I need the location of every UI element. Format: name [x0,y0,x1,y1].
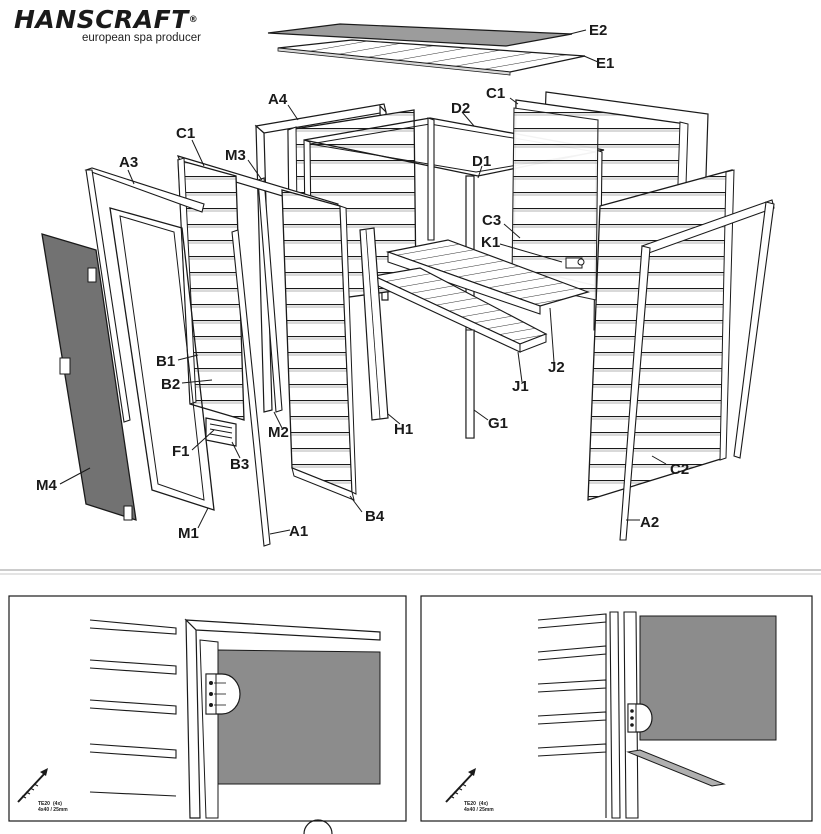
brand-tagline: european spa producer [82,32,201,44]
brand-name: HANSCRAFT® [14,5,199,34]
label-d1: D1 [472,153,491,170]
post-h1 [359,227,389,421]
corner-strip-a1 [231,229,271,547]
screw-size-2: 4x40 / 25mm [464,807,494,813]
screw-code-1: TE20 [38,801,50,807]
frame-a2 [619,199,775,541]
screw-size-1: 4x40 / 25mm [38,807,68,813]
label-c1-left: C1 [176,125,195,142]
label-a1: A1 [289,523,308,540]
brand-logo: HANSCRAFT® european spa producer [14,5,224,45]
label-m2: M2 [268,424,289,441]
label-k1: K1 [481,234,500,251]
label-b1: B1 [156,353,175,370]
wall-panel-c1-front [176,155,357,495]
label-e2: E2 [589,22,607,39]
label-c3: C3 [482,212,501,229]
label-j1: J1 [512,378,529,395]
leader-lines [59,29,667,535]
screw-icon [17,768,48,803]
label-a3: A3 [119,154,138,171]
screw-qty-2: (4x) [479,801,488,807]
bench-j1 [372,267,548,353]
label-b2: B2 [161,376,180,393]
label-c2: C2 [670,461,689,478]
label-b4: B4 [365,508,385,525]
bench-j2 [385,239,590,315]
label-a2: A2 [640,514,659,531]
label-b3: B3 [230,456,249,473]
roof-slats-e1 [277,39,586,76]
screw-icon [445,768,476,803]
screw-qty-1: (4x) [53,801,62,807]
label-f1: F1 [172,443,190,460]
screw-code-2: TE20 [464,801,476,807]
post-g1 [465,329,475,439]
label-m4: M4 [36,477,57,494]
door-frame-m1 [109,207,215,511]
detail-box-left: TE20 (4x) 4x40 / 25mm [8,595,407,822]
label-d2: D2 [451,100,470,117]
label-c1-top: C1 [486,85,505,102]
label-g1: G1 [488,415,508,432]
label-a4: A4 [268,91,288,108]
label-e1: E1 [596,55,614,72]
label-h1: H1 [394,421,413,438]
wall-panel-c2 [587,169,735,501]
label-m3: M3 [225,147,246,164]
page-marker [303,819,333,834]
door-wall-b1-b2 [177,157,245,421]
glass-door-m4 [41,233,137,521]
label-j2: J2 [548,359,565,376]
label-m1: M1 [178,525,199,542]
roof-panel-e2 [267,23,573,47]
wall-panel-b4 [291,467,355,501]
detail-box-right: TE20 (4x) 4x40 / 25mm [420,595,813,822]
strip-m3 [257,177,283,413]
component-k1 [565,257,585,269]
vent-f1 [205,417,237,447]
frame-a3 [84,167,205,423]
registered-mark: ® [188,15,199,25]
